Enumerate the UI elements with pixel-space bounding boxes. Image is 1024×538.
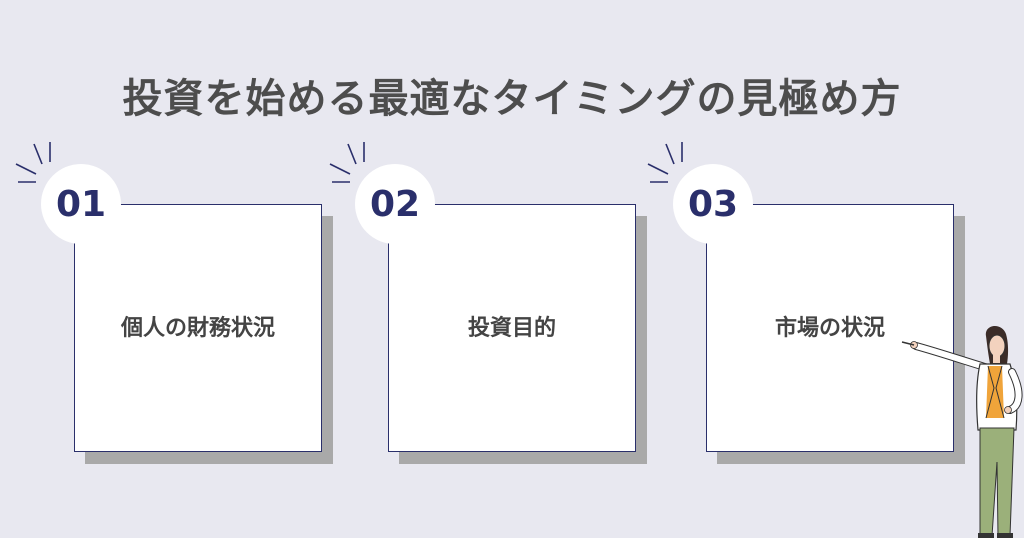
step-badge: 03 [673,164,753,244]
card-label: 投資目的 [467,316,556,341]
sparkle-lines-icon [647,142,683,183]
card-body: 個人の財務状況 [74,204,322,452]
step-number: 01 [55,183,107,225]
page-title: 投資を始める最適なタイミングの見極め方 [122,76,902,122]
card-body: 市場の状況 [706,204,954,452]
step-card-3: 市場の状況 03 [647,142,965,464]
step-badge: 02 [355,164,435,244]
woman-pointing-illustration [901,325,1023,538]
card-label: 個人の財務状況 [120,316,275,341]
sparkle-lines-icon [15,142,51,183]
step-badge: 01 [41,164,121,244]
card-body: 投資目的 [388,204,636,452]
step-number: 03 [687,183,739,225]
sparkle-lines-icon [329,142,365,183]
step-card-1: 個人の財務状況 01 [15,142,333,464]
step-card-2: 投資目的 02 [329,142,647,464]
card-label: 市場の状況 [774,316,885,341]
step-number: 02 [369,183,421,225]
